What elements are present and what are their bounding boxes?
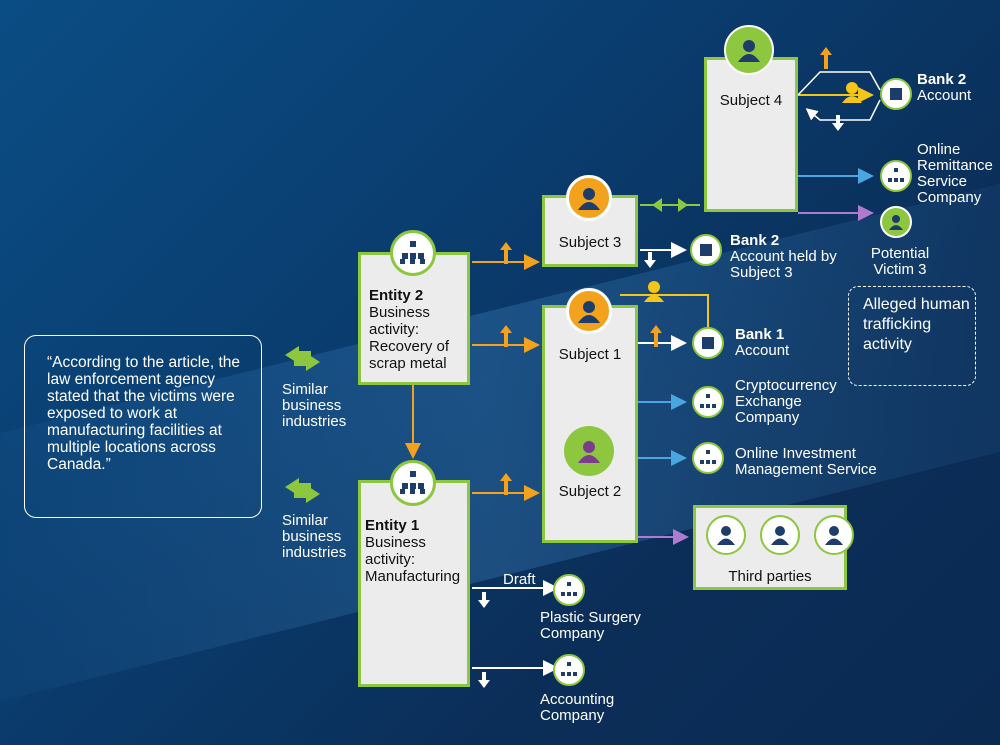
subject-1-2-box: Subject 1 Subject 2 [542, 305, 638, 543]
quote-box: “According to the article, the law enfor… [24, 335, 262, 518]
person-icon [564, 426, 614, 476]
crypto-label: Cryptocurrency Exchange Company [735, 377, 837, 426]
online-remittance-label: Online Remittance Service Company [917, 141, 993, 206]
cash-flow-icons [500, 47, 832, 495]
entity-1-box: Entity 1 Business activity: Manufacturin… [358, 480, 470, 687]
subject-2-label: Subject 2 [558, 483, 622, 500]
entity-1-title: Entity 1 [365, 517, 420, 534]
org-chart-icon [692, 386, 724, 418]
online-invest-label: Online Investment Management Service [735, 445, 877, 478]
entity-1-desc: Business activity: Manufacturing [365, 534, 461, 585]
org-chart-icon [880, 160, 912, 192]
subject-3-label: Subject 3 [558, 234, 622, 251]
plastic-surgery-label: Plastic Surgery Company [540, 609, 641, 642]
org-chart-icon [692, 442, 724, 474]
bank-icon [880, 78, 912, 110]
subject-4-label: Subject 4 [719, 92, 783, 109]
person-icons [644, 82, 862, 302]
person-icon [724, 25, 774, 75]
subject-1-label: Subject 1 [558, 346, 622, 363]
exchange-icon [285, 346, 320, 503]
down-arrow-icons [478, 115, 844, 688]
person-icon [566, 288, 612, 334]
org-chart-icon [390, 460, 436, 506]
similar-industries-label-1: Similar business industries [282, 381, 347, 430]
bank-icon [690, 234, 722, 266]
bank-icon [692, 327, 724, 359]
potential-victim-label: Potential Victim 3 [870, 245, 930, 278]
org-chart-icon [553, 654, 585, 686]
similar-industries-label-2: Similar business industries [282, 512, 347, 561]
draft-label: Draft [503, 571, 536, 588]
person-icon [706, 515, 746, 555]
org-chart-icon [390, 230, 436, 276]
third-parties-label: Third parties [728, 568, 812, 585]
entity-2-title: Entity 2 [369, 287, 424, 304]
person-icon [760, 515, 800, 555]
alleged-activity-box: Alleged human trafficking activity [848, 286, 976, 386]
subject-4-box: Subject 4 [704, 57, 798, 212]
quote-text: “According to the article, the law enfor… [47, 354, 240, 473]
accounting-label: Accounting Company [540, 691, 615, 724]
person-icon [566, 175, 612, 221]
entity-2-desc: Business activity: Recovery of scrap met… [369, 304, 450, 372]
alleged-activity-label: Alleged human trafficking activity [863, 296, 970, 353]
person-icon [814, 515, 854, 555]
person-icon [880, 206, 912, 238]
org-chart-icon [553, 574, 585, 606]
